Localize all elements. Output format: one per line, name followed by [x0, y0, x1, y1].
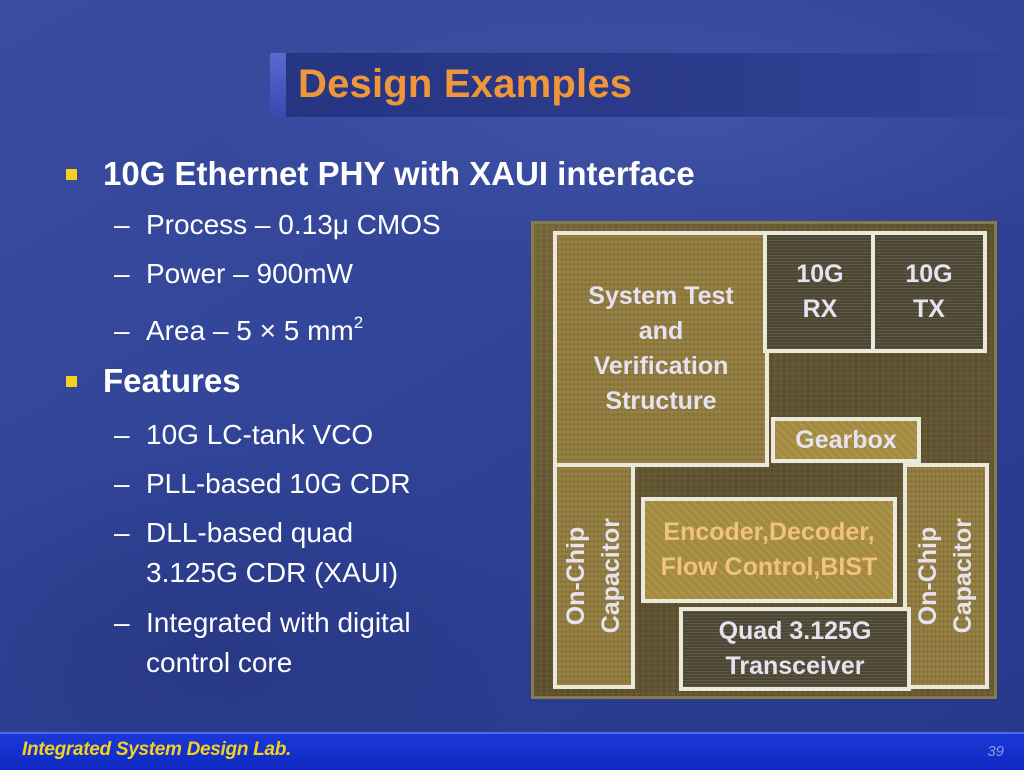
block-label: TX	[913, 295, 945, 323]
sub-item-text: PLL-based 10G CDR	[146, 468, 411, 499]
block-system-test: System Test and Verification Structure	[553, 231, 769, 467]
block-quad-transceiver: Quad 3.125G Transceiver	[679, 607, 911, 691]
bullet-ethernet-phy: 10G Ethernet PHY with XAUI interface	[66, 155, 695, 193]
sub-item-continuation: control core	[146, 647, 293, 678]
bullet-features: Features	[66, 362, 241, 400]
dash: –	[114, 209, 130, 240]
sub-item-power: –Power – 900mW	[114, 254, 353, 294]
dash: –	[114, 468, 130, 499]
sub-item-text: 10G LC-tank VCO	[146, 419, 374, 450]
sub-item-text: Integrated with digital	[146, 607, 411, 638]
bullet-marker	[66, 168, 77, 180]
dash: –	[114, 517, 130, 548]
block-label: Encoder,Decoder,	[663, 518, 875, 546]
sub-item-continuation: 3.125G CDR (XAUI)	[146, 557, 399, 588]
block-label: On-Chip	[914, 526, 942, 626]
title-bar	[270, 53, 1024, 117]
block-capacitor-right: On-Chip Capacitor	[903, 463, 989, 689]
block-10g-tx: 10G TX	[871, 231, 987, 353]
sub-item-integrated: –Integrated with digital control core	[114, 603, 411, 683]
block-label: 10G	[796, 260, 844, 288]
dash: –	[114, 258, 130, 289]
block-encoder-decoder: Encoder,Decoder, Flow Control,BIST	[641, 497, 897, 603]
block-label: Gearbox	[795, 425, 897, 454]
block-label: Flow Control,BIST	[660, 553, 878, 581]
dash: –	[114, 315, 130, 346]
slide-title: Design Examples	[298, 62, 633, 106]
dash: –	[114, 419, 130, 450]
bullet-text: 10G Ethernet PHY with XAUI interface	[103, 155, 695, 192]
block-label: Capacitor	[597, 518, 625, 634]
bullet-text: Features	[103, 362, 241, 399]
sub-item-vco: –10G LC-tank VCO	[114, 415, 373, 455]
sub-item-cdr: –PLL-based 10G CDR	[114, 464, 411, 504]
block-label: On-Chip	[562, 526, 590, 626]
sub-item-text: Power – 900mW	[146, 258, 353, 289]
sub-item-text: Area – 5 × 5 mm	[146, 315, 354, 346]
block-gearbox: Gearbox	[771, 417, 921, 463]
bullet-marker	[66, 375, 77, 387]
block-capacitor-left: On-Chip Capacitor	[553, 463, 635, 689]
chip-die-photo: System Test and Verification Structure 1…	[531, 221, 997, 699]
block-label: Transceiver	[725, 652, 865, 680]
title-accent	[270, 53, 286, 117]
superscript: 2	[353, 313, 364, 332]
sub-item-text: Process – 0.13μ CMOS	[146, 209, 441, 240]
page-number: 39	[987, 743, 1004, 760]
footer-bar	[0, 732, 1024, 770]
block-label: Quad 3.125G	[718, 617, 872, 645]
block-label: System Test	[588, 282, 734, 310]
block-label: Verification	[593, 352, 729, 380]
block-label: and	[638, 317, 684, 345]
block-label: Structure	[605, 387, 717, 415]
block-label: RX	[802, 295, 838, 323]
sub-item-text: DLL-based quad	[146, 517, 354, 548]
footer-lab-name: Integrated System Design Lab.	[22, 739, 291, 760]
dash: –	[114, 607, 130, 638]
sub-item-dll: –DLL-based quad 3.125G CDR (XAUI)	[114, 513, 398, 593]
sub-item-area: –Area – 5 × 5 mm2	[114, 303, 363, 351]
block-label: 10G	[905, 260, 953, 288]
sub-item-process: –Process – 0.13μ CMOS	[114, 205, 441, 245]
block-label: Capacitor	[949, 518, 977, 634]
block-10g-rx: 10G RX	[763, 231, 877, 353]
